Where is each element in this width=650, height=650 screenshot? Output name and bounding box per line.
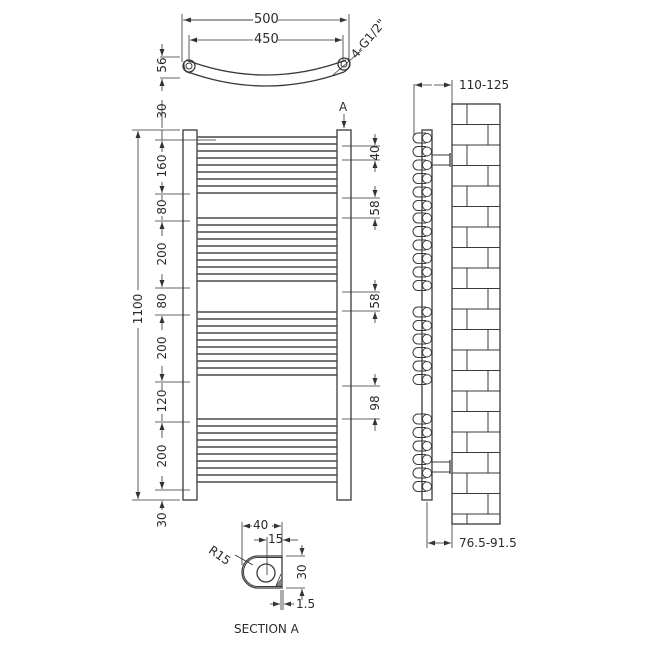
- front-view: [132, 100, 380, 510]
- right-dim-0: 40: [368, 145, 382, 161]
- bar-loop-icon: [412, 239, 426, 251]
- bar-loop-icon: [412, 333, 426, 345]
- bar-loop-icon: [412, 347, 426, 358]
- bar-loop-icon: [412, 481, 426, 492]
- overall-height-label: 1100: [131, 293, 145, 325]
- top-view: [159, 14, 363, 91]
- bar-loop-icon: [412, 186, 426, 198]
- wall-distance-label: 110-125: [459, 78, 510, 92]
- base-distance-label: 76.5-91.5: [459, 536, 517, 550]
- bar-profiles: [412, 132, 432, 492]
- bar-loop-icon: [412, 253, 426, 264]
- section-height-label: 30: [295, 564, 309, 580]
- section-wall-thickness-label: 1.5: [296, 597, 316, 611]
- towel-bars: [197, 136, 337, 483]
- bar-loop-icon: [412, 440, 426, 452]
- bar-loop-icon: [412, 374, 426, 385]
- bar-loop-icon: [412, 306, 426, 318]
- section-a-detail: [234, 522, 305, 610]
- right-dim-2: 58: [368, 293, 382, 309]
- bar-loop-icon: [412, 454, 426, 465]
- bar-loop-icon: [412, 132, 426, 144]
- section-a-title: SECTION A: [234, 622, 299, 636]
- brick-wall: [451, 103, 501, 525]
- section-width-label: 40: [253, 518, 269, 532]
- right-dim-1: 58: [368, 200, 382, 216]
- left-dim-1: 160: [155, 154, 169, 178]
- top-depth-label: 56: [155, 57, 169, 73]
- left-dimension-chain: [155, 100, 216, 510]
- left-dim-2: 80: [155, 199, 169, 215]
- bar-loop-icon: [412, 360, 426, 372]
- bar-loop-icon: [412, 146, 426, 157]
- bar-loop-icon: [412, 212, 426, 224]
- section-marker-a: A: [339, 100, 348, 114]
- left-dim-3: 200: [155, 242, 169, 266]
- bar-loop-icon: [412, 320, 426, 331]
- bar-loop-icon: [412, 413, 426, 425]
- bar-loop-icon: [412, 266, 426, 278]
- top-centres-width-label: 450: [254, 32, 279, 47]
- left-dim-4: 80: [155, 293, 169, 309]
- left-dim-6: 120: [155, 389, 169, 413]
- right-dim-3: 98: [368, 395, 382, 411]
- left-dim-5: 200: [155, 336, 169, 360]
- left-dim-0: 30: [155, 103, 169, 119]
- top-overall-width-label: 500: [254, 12, 279, 27]
- bar-loop-icon: [412, 173, 426, 184]
- bar-loop-icon: [412, 280, 426, 291]
- section-bore-label: 15: [268, 532, 284, 546]
- left-dim-8: 30: [155, 512, 169, 528]
- bar-loop-icon: [412, 427, 426, 438]
- bar-loop-icon: [412, 467, 426, 479]
- left-dim-7: 200: [155, 444, 169, 468]
- bar-loop-icon: [412, 159, 426, 171]
- bar-loop-icon: [412, 226, 426, 237]
- side-view: [412, 80, 501, 548]
- right-dimension-chain: [342, 134, 380, 431]
- bar-loop-icon: [412, 200, 426, 211]
